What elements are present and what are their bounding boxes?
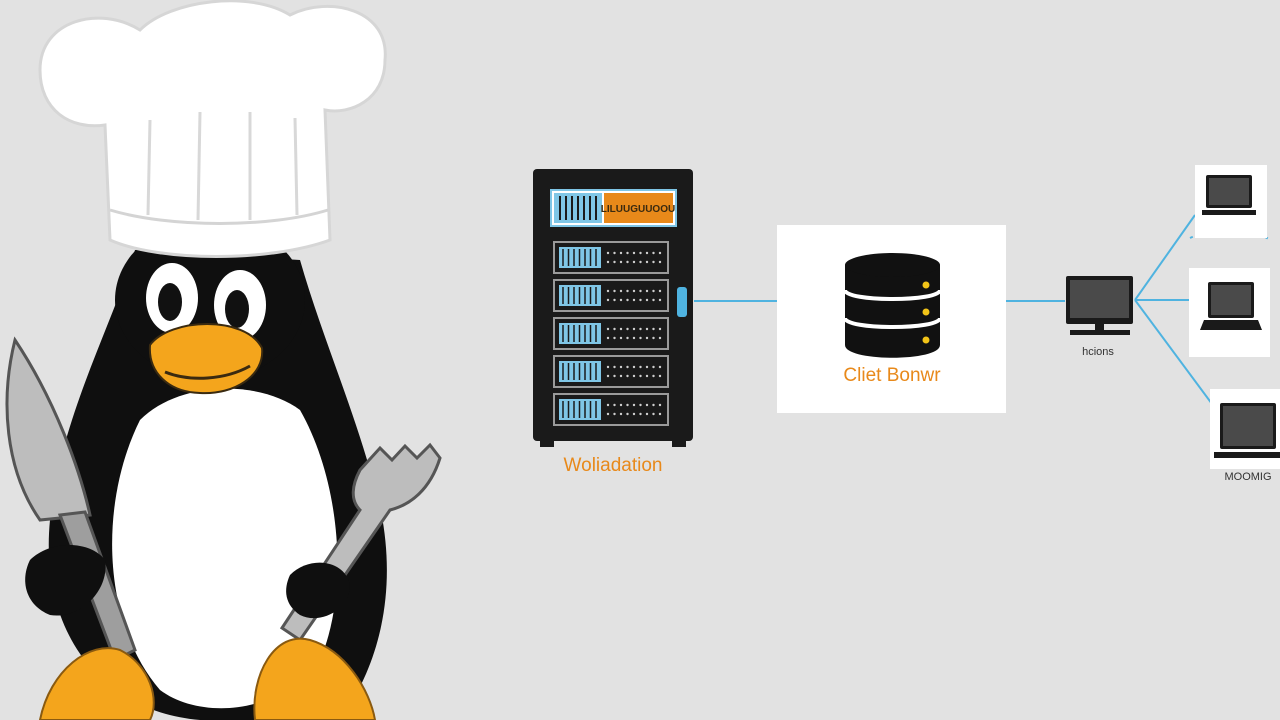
link-monitor-laptop-top: [1134, 214, 1196, 301]
server-drive-bay: [553, 241, 669, 274]
server-panel-label: LILUUGUUOOU: [601, 204, 675, 215]
laptop-bottom-label: MOOMIG: [1224, 471, 1271, 483]
server-drive-bay: [553, 355, 669, 388]
laptop-icon-top: [1195, 165, 1267, 238]
database-card: Cliet Bonwr: [777, 225, 1006, 413]
server-drive-bay: [553, 393, 669, 426]
server-drive-bay: [553, 317, 669, 350]
server-status-led: [677, 287, 687, 317]
penguin-flipper-left: [25, 545, 106, 616]
database-label: Cliet Bonwr: [843, 365, 941, 386]
desktop-monitor-icon: [1066, 276, 1133, 335]
monitor-label: hcions: [1082, 346, 1114, 358]
chef-hat-icon: [38, 0, 387, 258]
penguin-mascot: [5, 0, 442, 720]
link-monitor-laptop-bottom: [1134, 299, 1216, 409]
penguin-flipper-right: [286, 562, 350, 619]
server-label: Woliadation: [564, 455, 663, 476]
penguin-foot-left: [38, 647, 155, 720]
server-drive-bay: [553, 279, 669, 312]
penguin-foot-right: [253, 637, 377, 720]
laptop-icon-bottom: [1210, 389, 1280, 469]
database-icon: [843, 253, 942, 358]
server-rack-icon: LILUUGUUOOU: [533, 169, 693, 447]
laptop-icon-middle: [1189, 268, 1270, 357]
